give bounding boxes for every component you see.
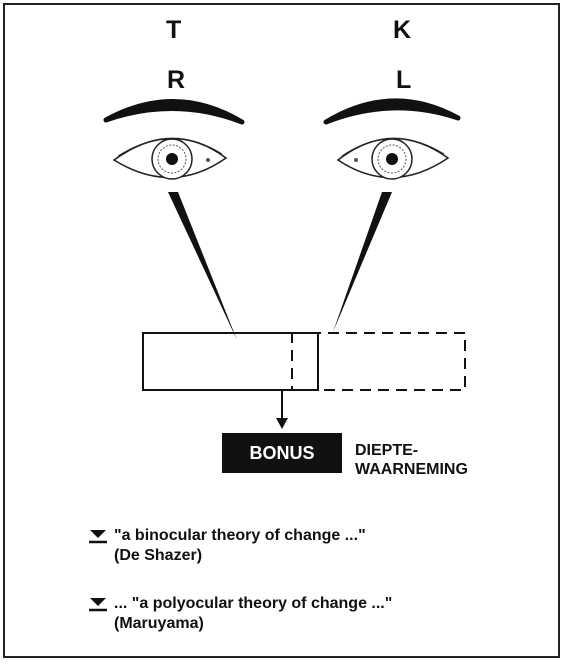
eyebrow-icon: [103, 99, 245, 125]
dashed-view-box: [291, 332, 466, 391]
quote-source: (Maruyama): [114, 615, 204, 632]
depth-perception-label: DIEPTE- WAARNEMING: [355, 441, 515, 479]
quote-source: (De Shazer): [114, 547, 203, 564]
quote-binocular: "a binocular theory of change ..." (De S…: [114, 526, 534, 566]
quote-text: ... "a polyocular theory of change ...": [114, 595, 393, 612]
label-k: K: [393, 16, 412, 44]
sight-beam-right: [168, 192, 237, 340]
sight-beam-left: [333, 192, 392, 332]
label-l: L: [396, 66, 412, 94]
eye-icon: [336, 137, 450, 180]
bonus-box: BONUS: [222, 433, 342, 473]
label-r: R: [167, 66, 186, 94]
triangle-bullet-icon: [89, 530, 107, 544]
eye-icon: [112, 137, 228, 180]
quote-text: "a binocular theory of change ...": [114, 527, 366, 544]
depth-line-1: DIEPTE-: [355, 442, 419, 459]
down-arrow-icon: [276, 418, 288, 429]
label-t: T: [166, 16, 182, 44]
solid-view-box: [142, 332, 319, 391]
triangle-bullet-icon: [89, 598, 107, 612]
quote-polyocular: ... "a polyocular theory of change ..." …: [114, 594, 534, 634]
depth-line-2: WAARNEMING: [355, 461, 468, 478]
diagram-frame: [3, 3, 560, 658]
eyebrow-icon: [323, 98, 461, 125]
